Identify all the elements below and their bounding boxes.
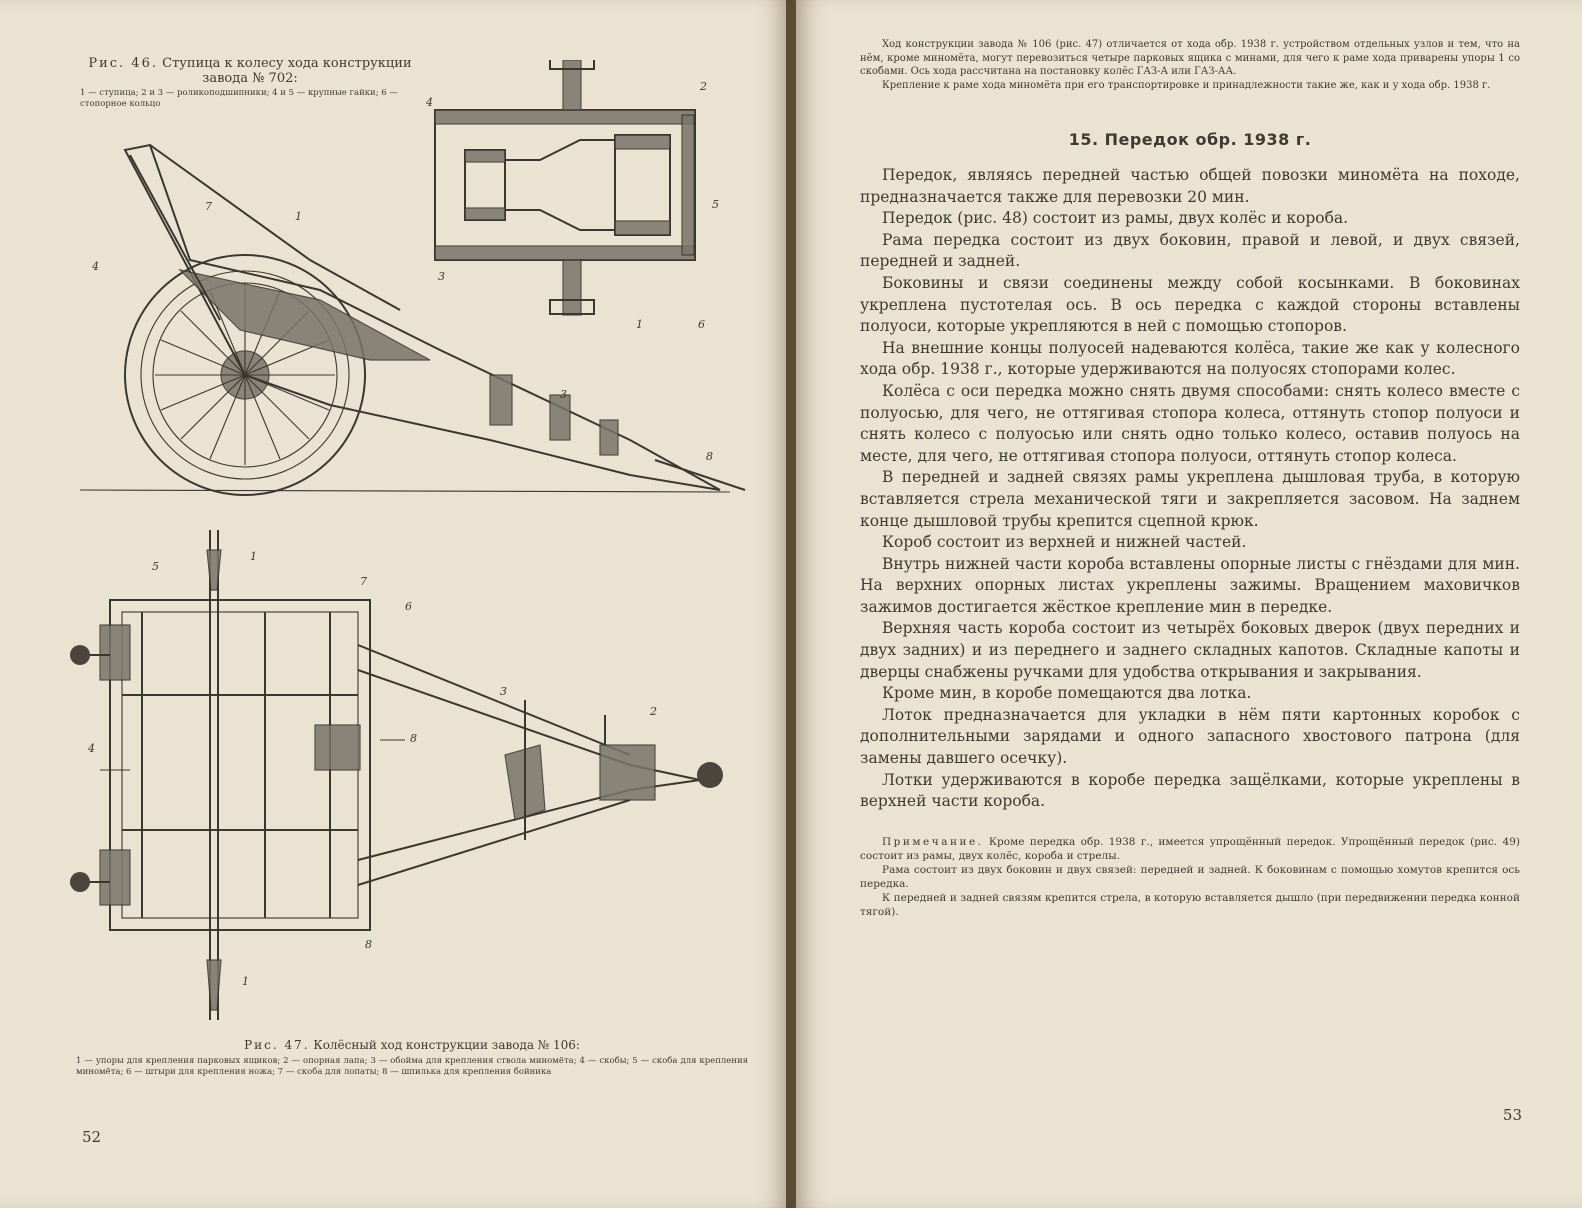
- fig47-caption: Рис. 47. Колёсный ход конструкции завода…: [76, 1038, 748, 1078]
- fig47-label: Рис. 47.: [244, 1038, 310, 1052]
- side-callout-8: 8: [706, 450, 713, 463]
- carriage-callout-1-top: 1: [250, 550, 257, 563]
- fig46-legend: 1 — ступица; 2 и 3 — роликоподшипники; 4…: [80, 88, 398, 109]
- note-line: Рама состоит из двух боковин и двух связ…: [860, 863, 1520, 890]
- side-callout-7: 7: [205, 200, 212, 213]
- carriage-callout-8-low: 8: [365, 938, 372, 951]
- carriage-top-view: [70, 530, 723, 1020]
- side-callout-1: 1: [295, 210, 302, 223]
- body-paragraph: Верхняя часть короба состоит из четырёх …: [860, 619, 1520, 681]
- intro-paragraph: Ход конструкции завода № 106 (рис. 47) о…: [860, 39, 1520, 77]
- carriage-callout-8-mid: 8: [410, 732, 417, 745]
- body-paragraph: В передней и задней связях рамы укреплен…: [860, 468, 1520, 530]
- body-paragraph: Лоток предназначается для укладки в нём …: [860, 705, 1520, 768]
- body-paragraph: Лотки удерживаются в коробе передка защё…: [860, 770, 1520, 811]
- carriage-callout-1-bottom: 1: [242, 975, 249, 988]
- body-paragraph: Передок (рис. 48) состоит из рамы, двух …: [882, 209, 1349, 228]
- body-paragraph: Колёса с оси передка можно снять двумя с…: [860, 381, 1520, 465]
- body-paragraph: Кроме мин, в коробе помещаются два лотка…: [882, 684, 1252, 703]
- carriage-callout-3: 3: [500, 685, 507, 698]
- book-gutter: [786, 0, 798, 1208]
- fig47-drawing: 5 1 7 6 3 2 4 8 8 1: [70, 530, 723, 1020]
- fig47-title: Колёсный ход конструкции завода № 106:: [313, 1038, 580, 1052]
- left-page: Рис. 46. Ступица к колесу хода конструкц…: [0, 0, 788, 1208]
- carriage-callout-2: 2: [649, 705, 657, 718]
- body-paragraph: Передок, являясь передней частью общей п…: [860, 166, 1520, 206]
- section-heading: 15. Передок обр. 1938 г.: [1068, 130, 1312, 149]
- note-text: Кроме передка обр. 1938 г., имеется упро…: [860, 835, 1520, 862]
- note-label: Примечание.: [882, 835, 984, 848]
- right-page-content: Ход конструкции завода № 106 (рис. 47) о…: [860, 38, 1520, 919]
- page-number-right: 53: [1502, 1106, 1522, 1124]
- section-body: Передок, являясь передней частью общей п…: [860, 165, 1520, 813]
- fig46-label: Рис. 46.: [88, 56, 158, 71]
- hub-callout-2: 2: [699, 80, 707, 93]
- note-line: К передней и задней связям крепится стре…: [860, 891, 1520, 918]
- hub-callout-1: 1: [636, 318, 643, 331]
- fig47-legend: 1 — упоры для крепления парковых ящиков;…: [76, 1056, 748, 1077]
- intro-paragraph: Крепление к раме хода миномёта при его т…: [882, 79, 1491, 91]
- body-paragraph: Внутрь нижней части короба вставлены опо…: [860, 554, 1520, 616]
- intro-block: Ход конструкции завода № 106 (рис. 47) о…: [860, 38, 1520, 92]
- body-paragraph: Рама передка состоит из двух боковин, пр…: [860, 230, 1520, 271]
- hub-callout-4: 4: [425, 96, 433, 109]
- body-paragraph: Боковины и связи соединены между собой к…: [860, 273, 1520, 336]
- fig46-title: Ступица к колесу хода конструкции завода…: [162, 56, 412, 86]
- fig46-drawing: 4 2 5 3 1 6 7 1 4 3 8: [79, 60, 746, 496]
- carriage-callout-5-top: 5: [152, 560, 159, 573]
- right-page: Ход конструкции завода № 106 (рис. 47) о…: [796, 0, 1582, 1208]
- wheel-trail-side-view: [79, 143, 746, 496]
- hub-callout-3: 3: [438, 270, 445, 283]
- carriage-callout-7: 7: [360, 575, 367, 588]
- page-number-left: 52: [82, 1128, 102, 1146]
- body-paragraph: Короб состоит из верхней и нижней частей…: [882, 533, 1247, 552]
- hub-section: [434, 60, 696, 316]
- note-line: Примечание. Кроме передка обр. 1938 г., …: [860, 835, 1520, 863]
- note-block: Примечание. Кроме передка обр. 1938 г., …: [860, 835, 1520, 919]
- body-paragraph: На внешние концы полуосей надеваются кол…: [860, 338, 1520, 379]
- carriage-callout-6: 6: [405, 600, 412, 613]
- carriage-callout-4: 4: [87, 742, 95, 755]
- hub-callout-6: 6: [698, 318, 705, 331]
- fig46-caption: Рис. 46. Ступица к колесу хода конструкц…: [80, 56, 420, 110]
- side-callout-3: 3: [560, 388, 567, 401]
- side-callout-4: 4: [91, 260, 99, 273]
- hub-callout-5: 5: [712, 198, 719, 211]
